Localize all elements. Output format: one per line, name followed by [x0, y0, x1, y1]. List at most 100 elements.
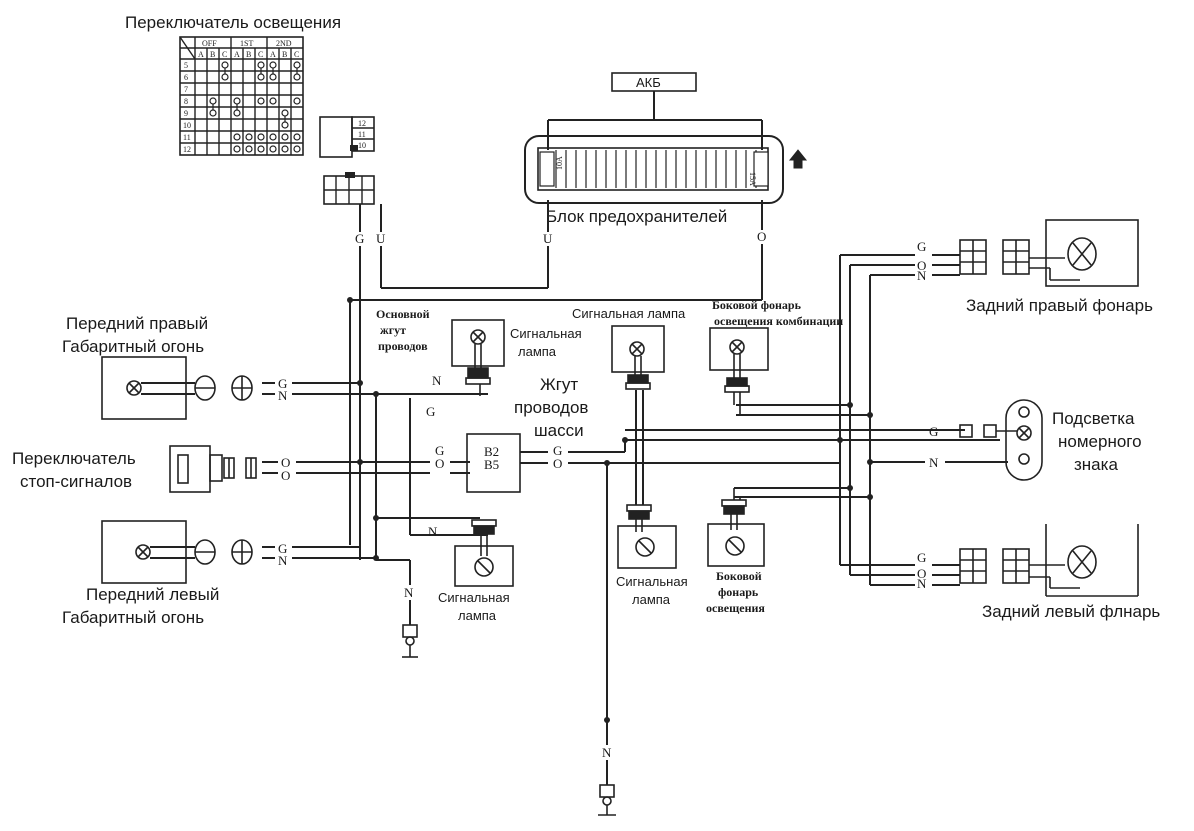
signal-lamp-4	[617, 504, 677, 569]
table-row-label: 12	[183, 145, 191, 154]
plate-label-1: Подсветка	[1052, 409, 1135, 428]
side-lamp-top-label-1: Боковой фонарь	[712, 298, 802, 312]
table-row-label: 11	[183, 133, 191, 142]
wire-code-g: G	[553, 443, 562, 458]
wire-code-n: N	[404, 585, 414, 600]
rear-right-lamp	[959, 219, 1139, 287]
signal-lamp-3	[454, 519, 514, 587]
connector-icon	[194, 539, 253, 565]
lamp-icon	[126, 380, 142, 396]
chassis-label-2: проводов	[514, 398, 588, 417]
plate-light	[959, 399, 1043, 481]
connector-pin-12: 12	[358, 119, 366, 128]
signal-lamp-1	[451, 319, 505, 396]
side-lamp-bottom	[707, 488, 765, 567]
side-lamp-bottom-label-1: Боковой	[716, 569, 762, 583]
wire-code-g: G	[929, 424, 938, 439]
signal-lamp-4-label-b: лампа	[632, 592, 671, 607]
table-subcol: B	[210, 50, 215, 59]
fuse-block: 10A 15A	[524, 135, 784, 204]
wire-code-o: O	[757, 229, 766, 244]
wire-code-n: N	[278, 553, 288, 568]
ground-icon	[402, 624, 418, 658]
wires	[262, 200, 1008, 785]
table-subcol: C	[258, 50, 263, 59]
wire-code-u: U	[543, 231, 553, 246]
table-group-2nd: 2ND	[276, 39, 292, 48]
front-left-label-1: Передний левый	[86, 585, 219, 604]
table-row-label: 6	[184, 73, 188, 82]
fuse-15a: 15A	[748, 172, 757, 186]
wire-code-o: O	[917, 258, 926, 273]
chassis-connector: B2 B5	[466, 433, 521, 493]
wire-code-o: O	[281, 455, 290, 470]
table-subcol: C	[294, 50, 299, 59]
chassis-label-1: Жгут	[540, 375, 578, 394]
table-row-label: 7	[184, 85, 188, 94]
arrow-up-icon	[788, 149, 808, 169]
wire-code-o: O	[281, 468, 290, 483]
wire-code-n: N	[917, 576, 927, 591]
table-group-1st: 1ST	[240, 39, 253, 48]
table-subcol: A	[198, 50, 204, 59]
wire-code-g: G	[278, 541, 287, 556]
front-right-lamp-box	[101, 356, 187, 420]
main-harness-label-3: проводов	[378, 339, 428, 353]
signal-lamp-1-label-a: Сигнальная	[510, 326, 582, 341]
connector-b2: B2	[484, 444, 499, 459]
wire-code-g: G	[355, 231, 364, 246]
connector-icon	[194, 375, 253, 401]
wire-code-n: N	[917, 268, 927, 283]
wire-code-g: G	[917, 239, 926, 254]
front-right-label-2: Габаритный огонь	[62, 337, 204, 356]
front-left-label-2: Габаритный огонь	[62, 608, 204, 627]
wire-code-o: O	[917, 566, 926, 581]
switch-plug	[323, 172, 375, 205]
connector-pin-11: 11	[358, 130, 366, 139]
signal-lamp-3-label-b: лампа	[458, 608, 497, 623]
table-group-off: OFF	[202, 39, 217, 48]
table-subcol: B	[282, 50, 287, 59]
wire-code-n: N	[432, 373, 442, 388]
rear-left-lamp	[959, 524, 1139, 597]
fuse-block-label: Блок предохранителей	[546, 207, 727, 226]
light-switch-table: OFF 1ST 2ND A B C A B C A B C 5 6 7 8 9 …	[179, 36, 304, 156]
light-switch-title: Переключатель освещения	[125, 13, 341, 32]
signal-lamp-3-label-a: Сигнальная	[438, 590, 510, 605]
switch-connector: 12 11 10	[319, 116, 375, 158]
table-subcol: A	[234, 50, 240, 59]
stop-switch-label-2: стоп-сигналов	[20, 472, 132, 491]
stop-switch	[169, 445, 257, 493]
lamp-icon	[135, 544, 151, 560]
side-lamp-top-label-2: освещения комбинации	[714, 314, 843, 328]
table-subcol: A	[270, 50, 276, 59]
signal-lamp-2	[611, 325, 665, 390]
side-lamp-bottom-label-3: освещения	[706, 601, 765, 615]
rear-left-label: Задний левый флнарь	[982, 602, 1160, 621]
wire-code-u: U	[376, 231, 386, 246]
signal-lamp-4-label-a: Сигнальная	[616, 574, 688, 589]
main-harness-label-2: жгут	[380, 323, 406, 337]
stop-switch-label-1: Переключатель	[12, 449, 136, 468]
table-row-label: 10	[183, 121, 191, 130]
wire-code-n: N	[428, 524, 438, 539]
table-subcol: C	[222, 50, 227, 59]
front-right-label-1: Передний правый	[66, 314, 208, 333]
side-lamp-top	[709, 327, 769, 415]
wire-codes: G U U O G N N G O O G O G O G N N N N G …	[278, 229, 939, 760]
wire-code-o: O	[553, 456, 562, 471]
front-left-lamp-box	[101, 520, 187, 584]
wire-code-n: N	[602, 745, 612, 760]
main-harness-label-1: Основной	[376, 307, 430, 321]
wire-code-n: N	[278, 388, 288, 403]
fuse-10a: 10A	[555, 156, 564, 170]
signal-lamp-1-label-b: лампа	[518, 344, 557, 359]
battery-label: АКБ	[636, 75, 661, 90]
chassis-label-3: шасси	[534, 421, 584, 440]
wire-code-g: G	[435, 443, 444, 458]
connector-pin-10: 10	[358, 141, 366, 150]
wire-code-g: G	[278, 376, 287, 391]
table-row-label: 8	[184, 97, 188, 106]
ground-icon	[598, 784, 616, 816]
